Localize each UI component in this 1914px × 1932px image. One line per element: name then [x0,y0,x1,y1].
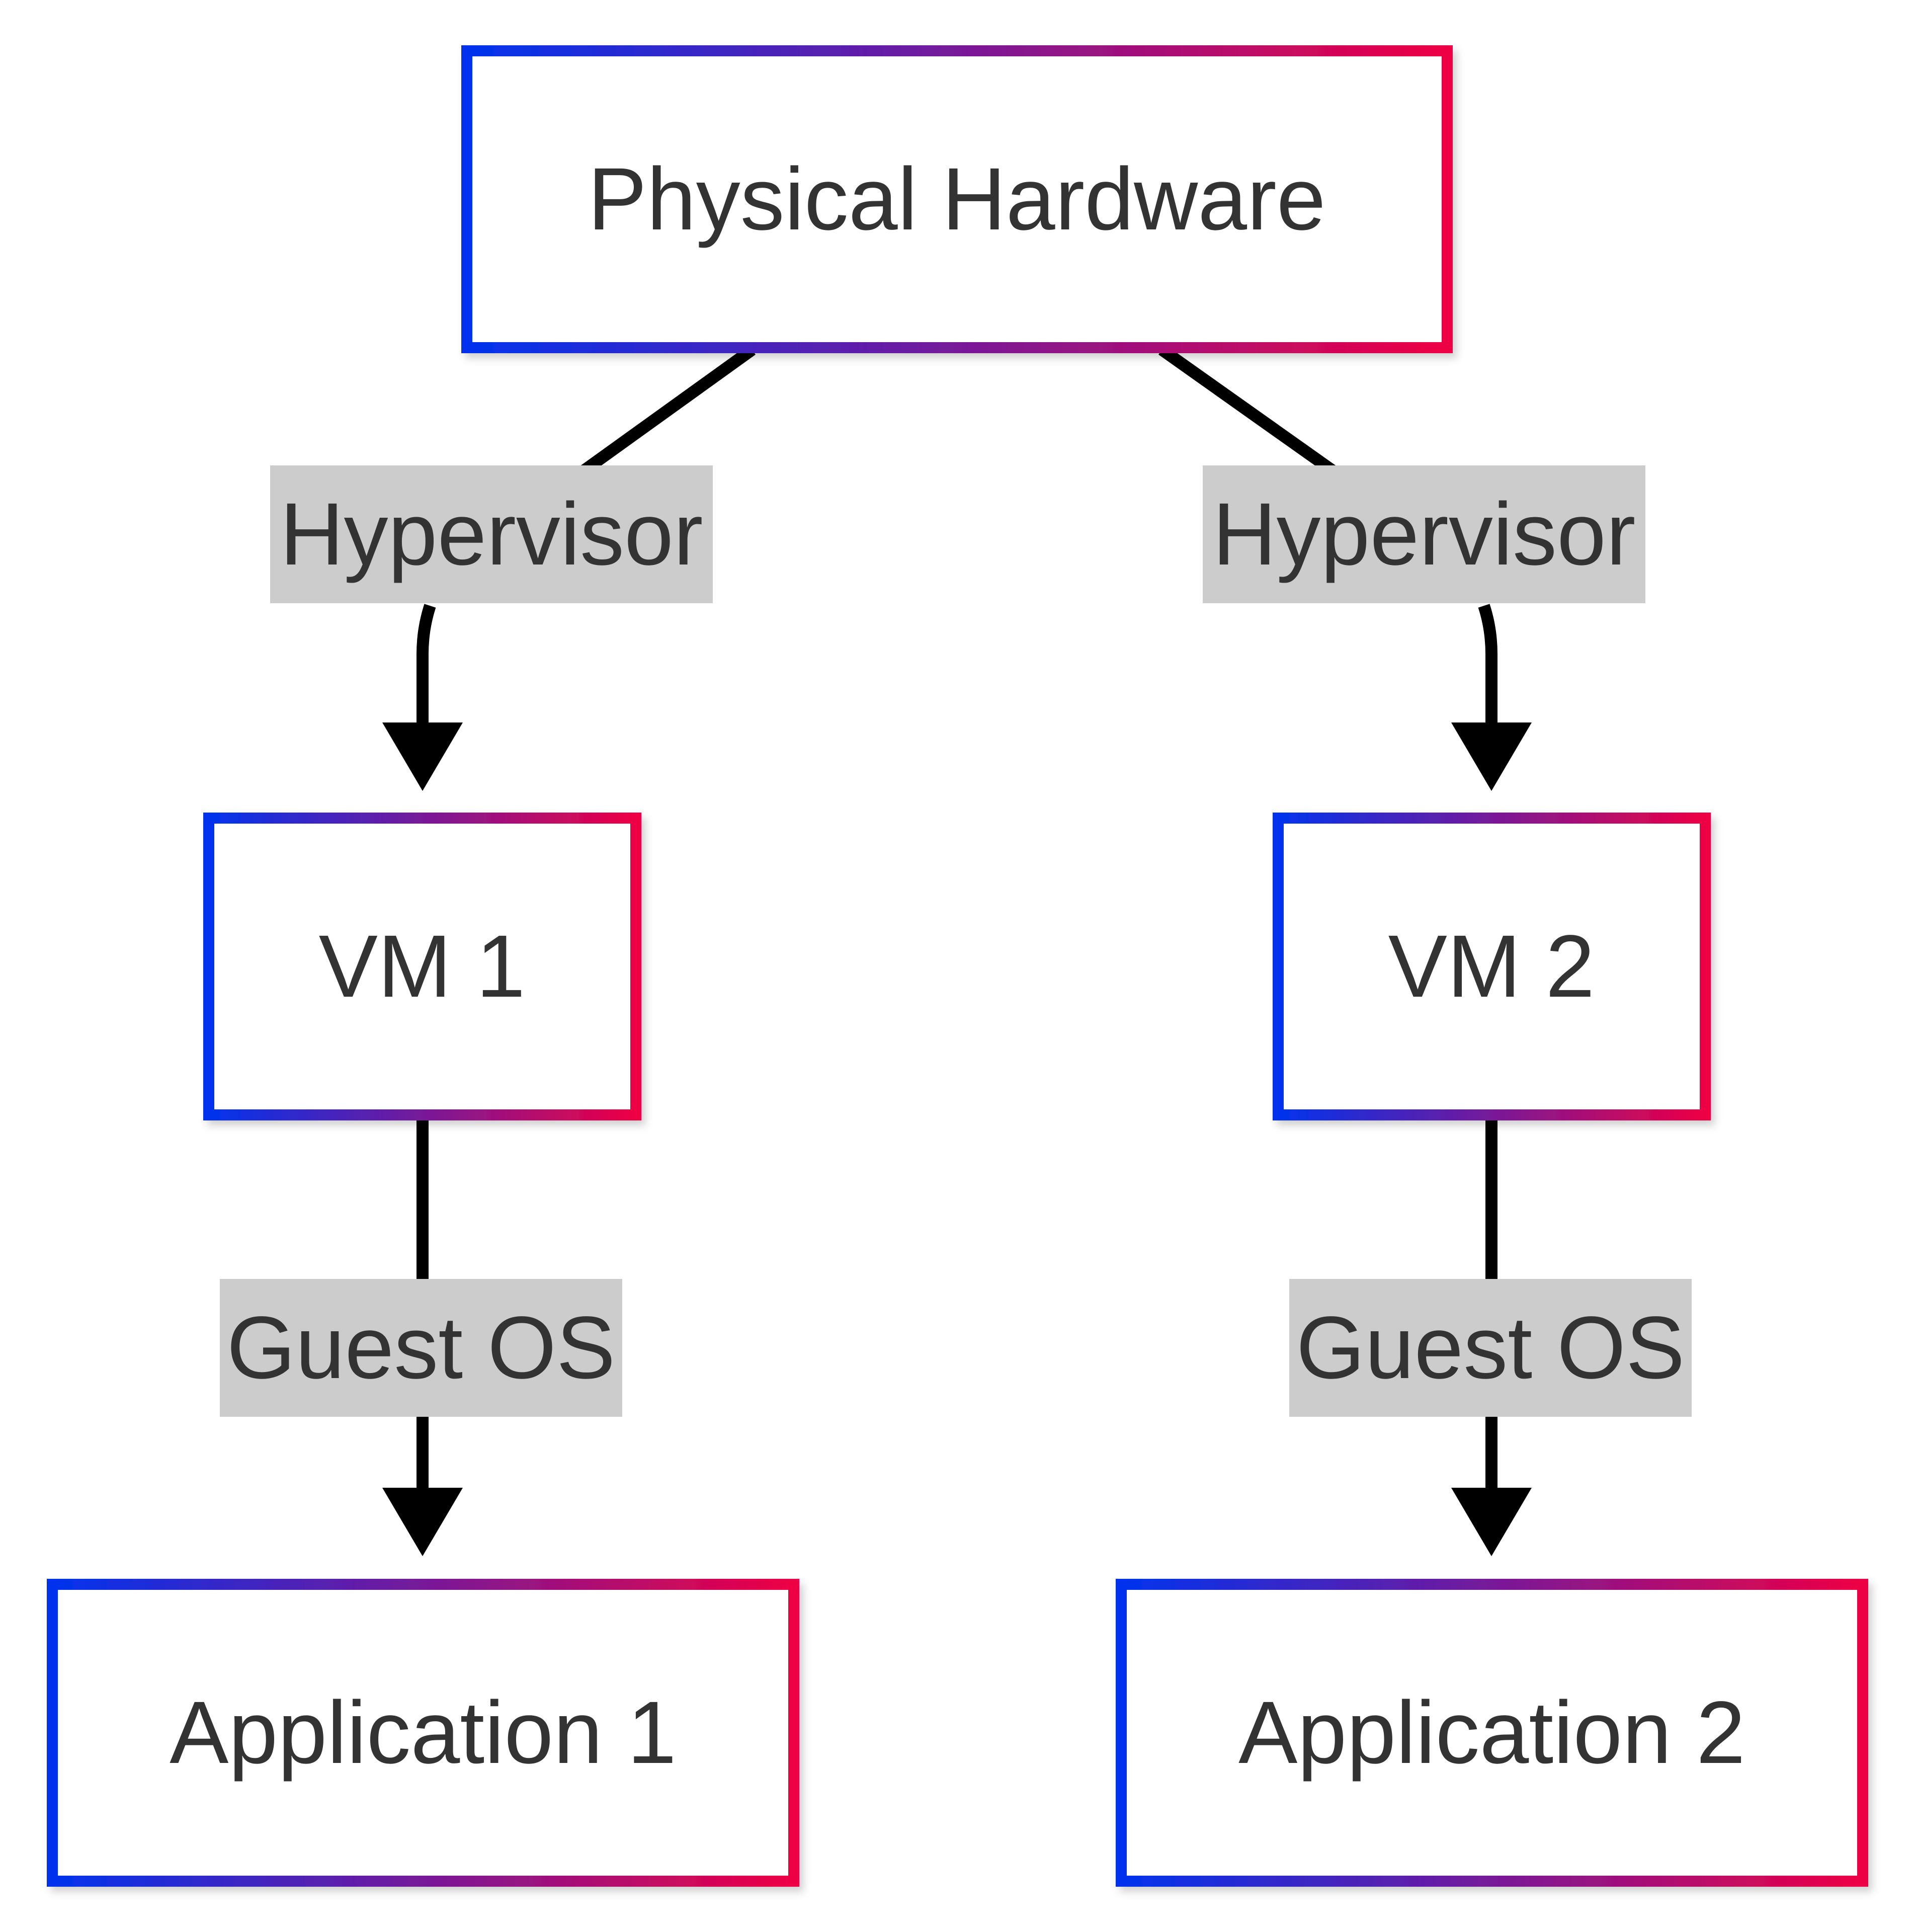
node-box [1273,813,1711,1120]
edge-label-text: Hypervisor [1212,485,1635,584]
node-label: Application 1 [170,1683,677,1782]
node-label: Application 2 [1238,1683,1745,1782]
edge-label-hypervisor-right: Hypervisor [1203,465,1645,603]
edge-label-text: Hypervisor [280,485,703,584]
arrow-head [1451,722,1532,791]
node-box [1116,1579,1868,1887]
edge-label-guest-os-left: Guest OS [220,1279,622,1417]
node-vm2: VM 2 [1273,813,1711,1120]
node-label: VM 2 [1388,917,1595,1016]
node-application-1: Application 1 [47,1579,799,1887]
edge-label-background [1203,465,1645,603]
node-box [461,45,1453,353]
node-label: Physical Hardware [588,150,1325,249]
node-box [203,813,641,1120]
arrow-head [1451,1488,1532,1556]
edge-vm1-app1 [382,1114,463,1556]
edge-line [1158,345,1497,725]
node-vm1: VM 1 [203,813,641,1120]
edge-label-background [220,1279,622,1417]
edge-label-background [270,465,713,603]
edge-label-text: Guest OS [1296,1299,1685,1397]
node-label: VM 1 [319,917,526,1016]
edge-hardware-vm2 [1158,345,1532,791]
arrow-head [382,722,463,791]
edge-label-background [1289,1279,1692,1417]
edge-label-text: Guest OS [227,1299,616,1397]
edge-vm2-app2 [1451,1114,1532,1556]
node-application-2: Application 2 [1116,1579,1868,1887]
edge-label-hypervisor-left: Hypervisor [270,465,713,603]
edge-hardware-vm1 [382,345,756,791]
node-physical-hardware: Physical Hardware [461,45,1453,353]
arrow-head [382,1488,463,1556]
edge-line [417,345,756,725]
node-box [47,1579,799,1887]
edge-label-guest-os-right: Guest OS [1289,1279,1692,1417]
